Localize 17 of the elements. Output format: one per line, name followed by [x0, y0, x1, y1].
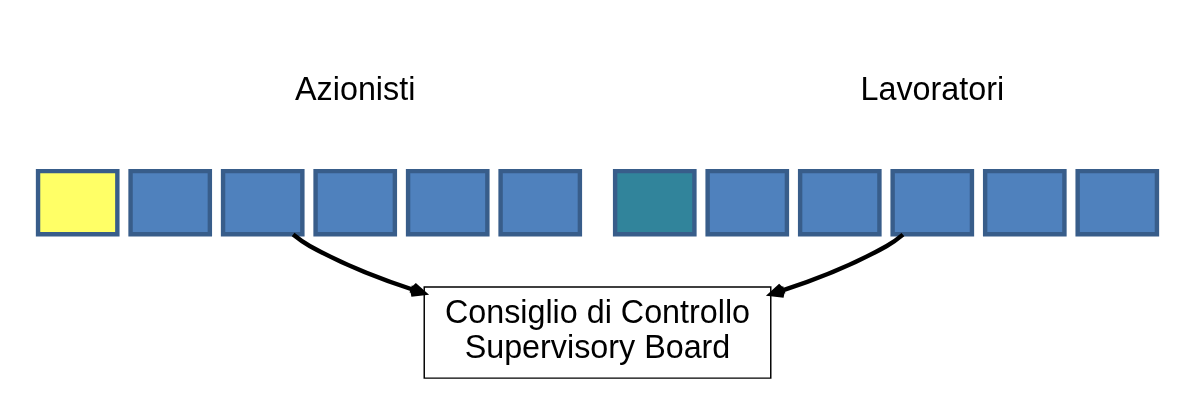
- node-box: [220, 168, 305, 237]
- label: Azionisti: [295, 71, 416, 108]
- node-box: [890, 168, 975, 237]
- node-box: [35, 168, 120, 237]
- node-box: [797, 168, 882, 237]
- node-box: [128, 168, 213, 237]
- label: Lavoratori: [860, 71, 1005, 108]
- arrow: [768, 232, 905, 298]
- node-box: [612, 168, 697, 237]
- arrow: [291, 232, 427, 297]
- node-box: [1075, 168, 1160, 237]
- node-box: [313, 168, 398, 237]
- node-box: [982, 168, 1067, 237]
- node-box: Consiglio di Controllo Supervisory Board: [423, 286, 772, 379]
- node-box: [705, 168, 790, 237]
- node-box: [498, 168, 583, 237]
- node-box: [405, 168, 490, 237]
